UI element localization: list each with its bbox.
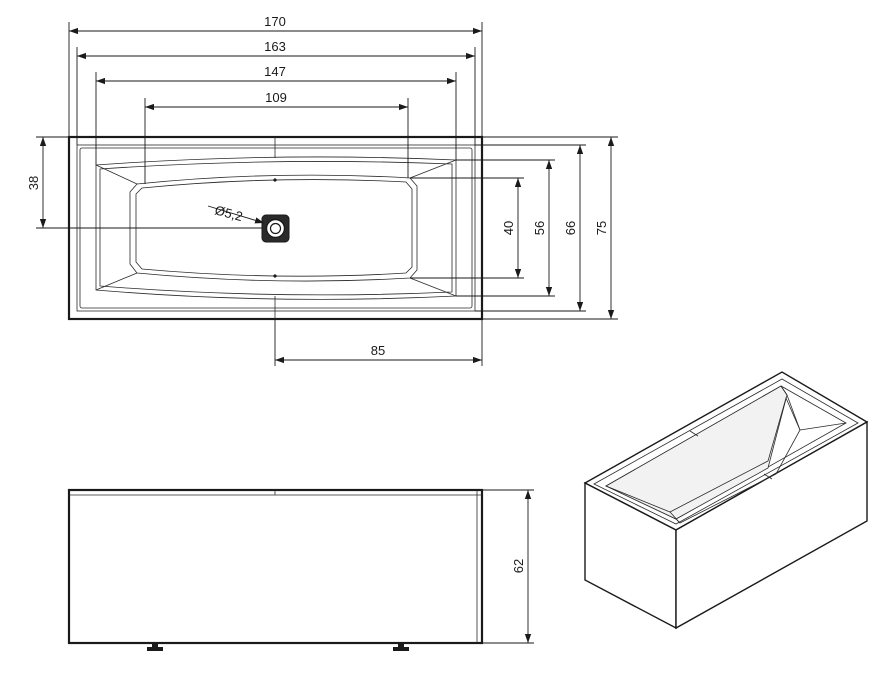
basin-lip	[99, 161, 453, 296]
iso-rim-inner	[593, 378, 859, 525]
dim-label-40: 40	[501, 221, 516, 235]
center-dot-top	[273, 178, 277, 182]
dim-label-66: 66	[563, 221, 578, 235]
foot-left-icon	[147, 643, 163, 651]
iso-side-face	[675, 420, 868, 630]
slope-line-tl	[95, 164, 138, 185]
dim-label-75: 75	[594, 221, 609, 235]
dim-label-56: 56	[532, 221, 547, 235]
drain-diameter-label: Ø5,2	[213, 202, 244, 224]
dim-label-163: 163	[264, 39, 286, 54]
slope-line-bl	[95, 272, 138, 291]
top-view-dimensions: 170 163 147 109 38 40 56 66	[26, 14, 618, 366]
center-dot-bottom	[273, 274, 277, 278]
dim-label-109: 109	[265, 90, 287, 105]
front-panel	[67, 488, 484, 645]
basin-bottom-inner	[135, 179, 413, 277]
drain-icon	[261, 214, 290, 243]
dim-label-147: 147	[264, 64, 286, 79]
dim-label-85: 85	[371, 343, 385, 358]
iso-view	[583, 371, 869, 630]
slope-line-br	[409, 277, 457, 297]
dim-label-170: 170	[264, 14, 286, 29]
drain-leader	[207, 205, 265, 224]
top-view: Ø5,2	[67, 135, 484, 321]
dim-label-38: 38	[26, 176, 41, 190]
dim-label-62: 62	[511, 559, 526, 573]
iso-basin-wall	[605, 385, 788, 520]
foot-right-icon	[393, 643, 409, 651]
slope-line-tr	[409, 159, 457, 179]
front-view: 62	[67, 488, 534, 651]
